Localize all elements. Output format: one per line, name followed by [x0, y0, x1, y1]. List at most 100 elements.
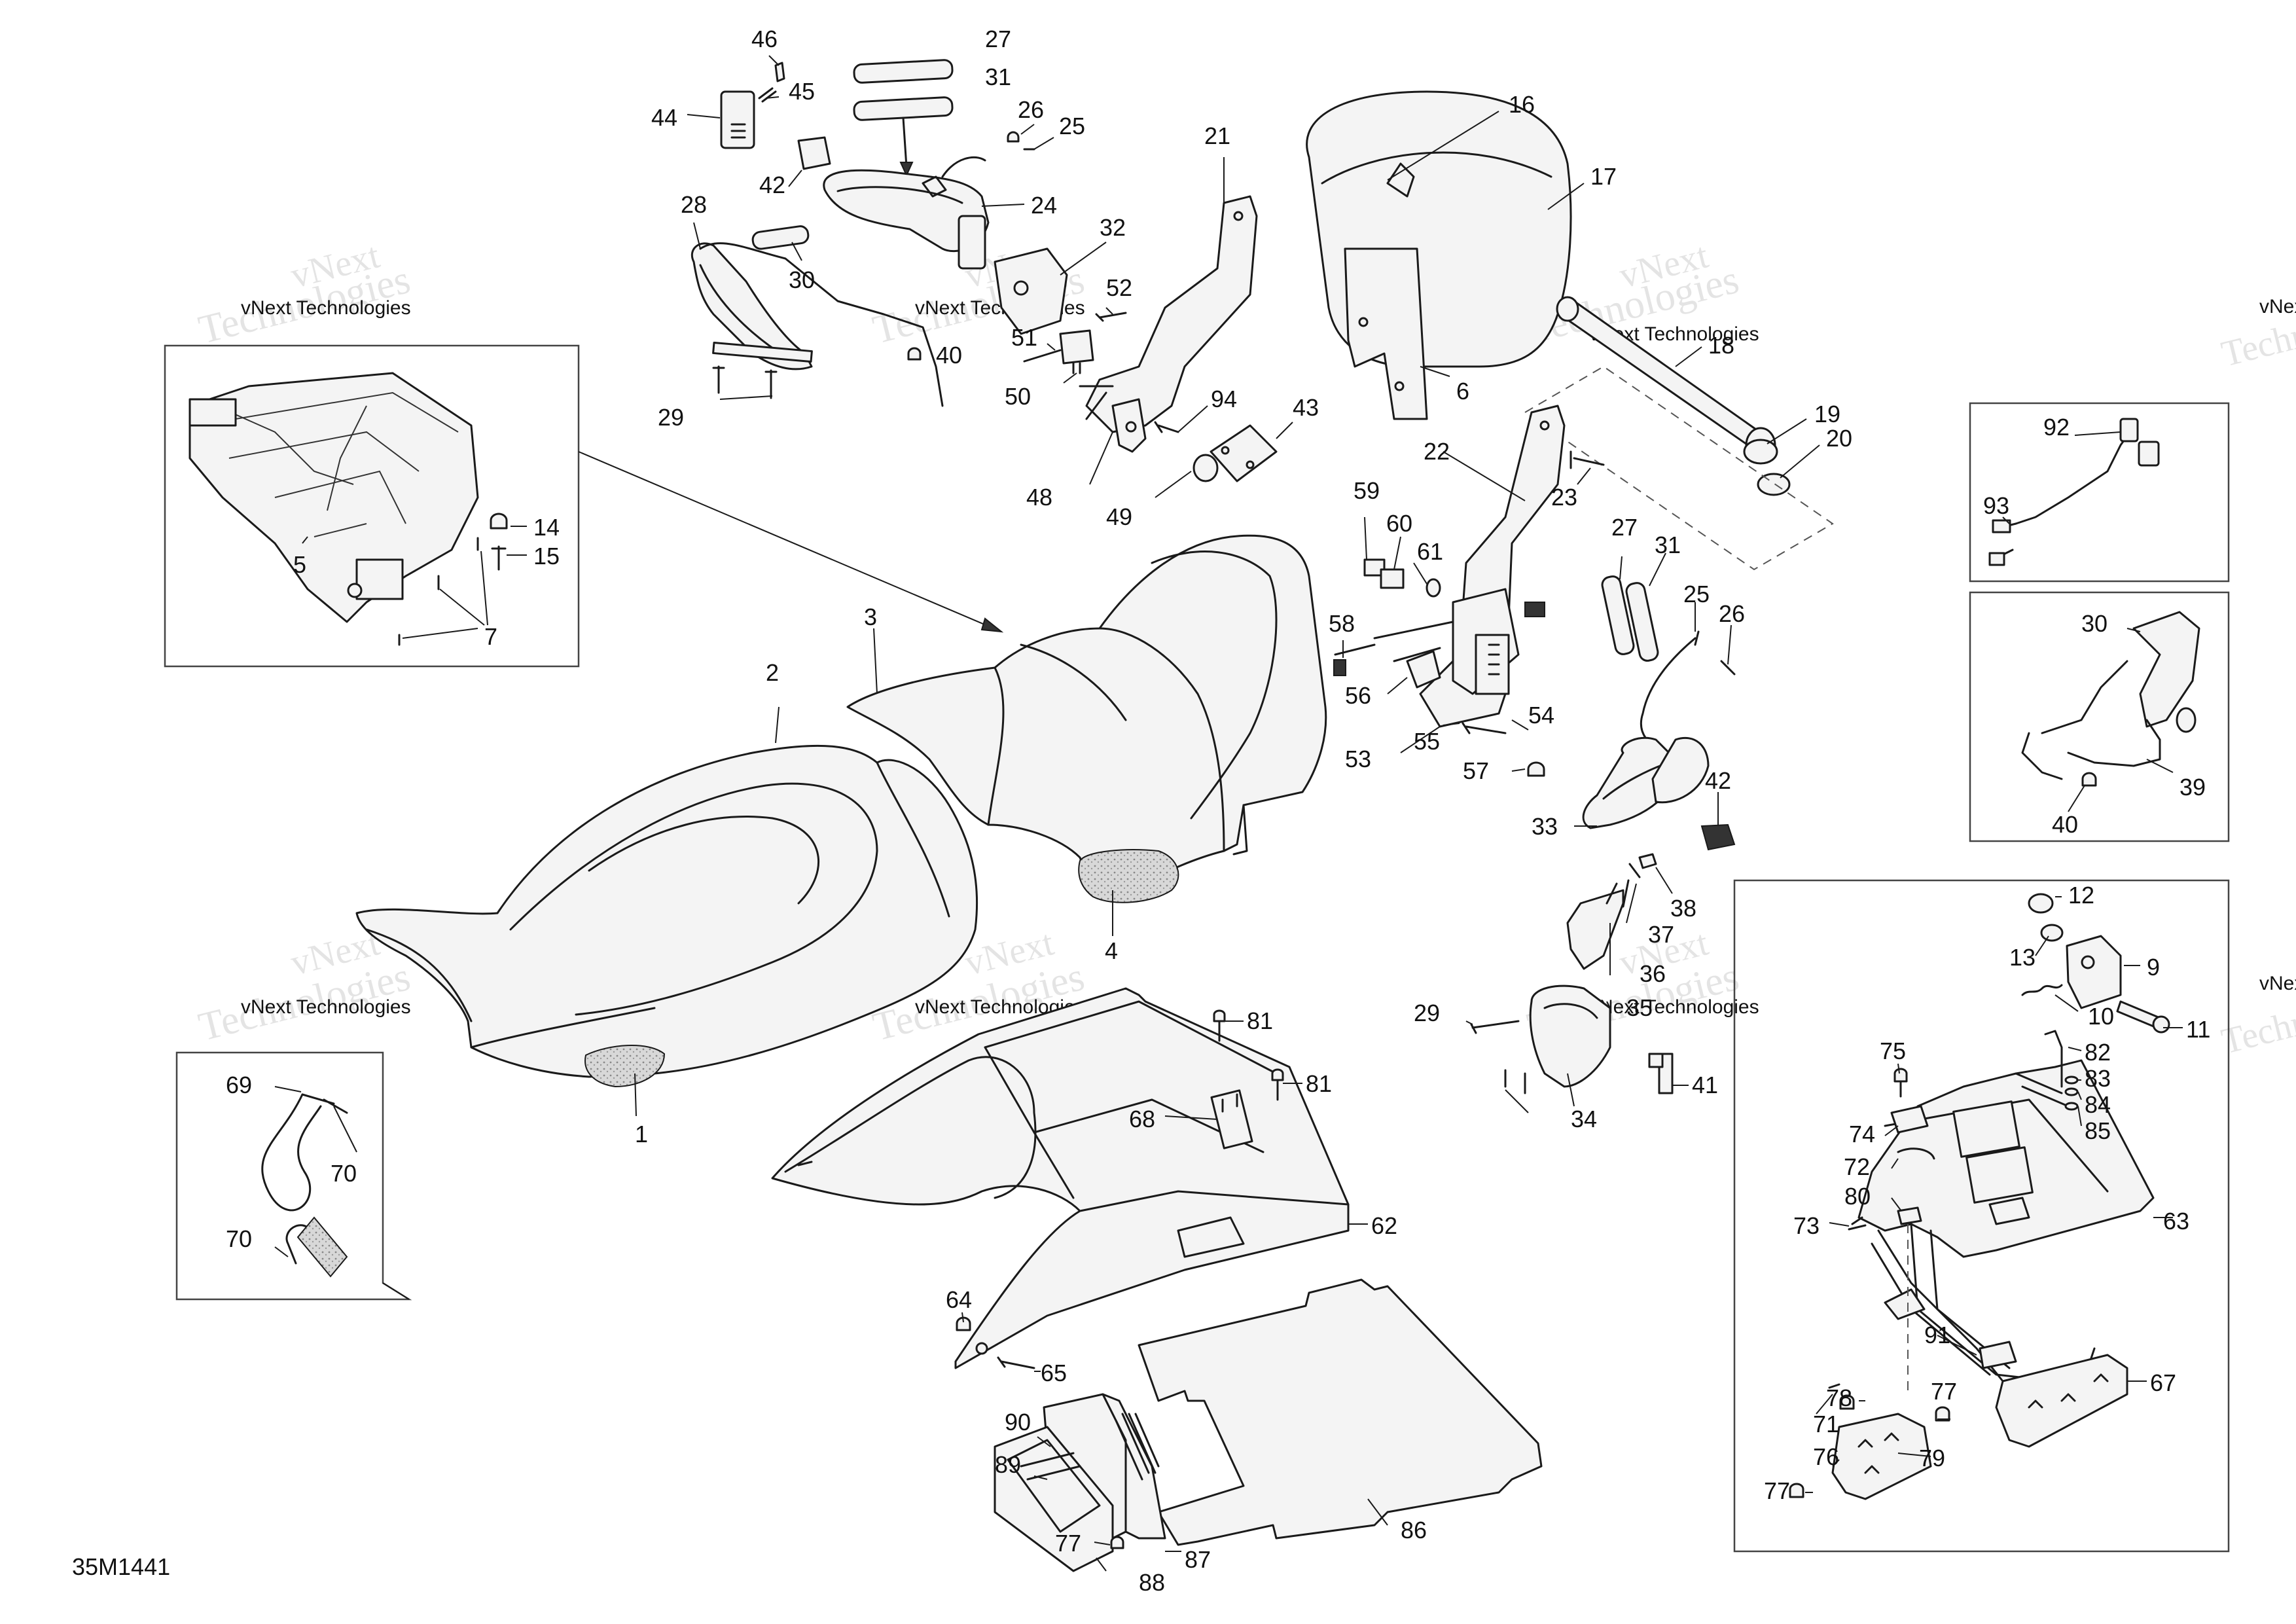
callout-75: 75	[1880, 1038, 1906, 1064]
callout-42b: 42	[1705, 767, 1731, 794]
floor-mat	[1138, 1278, 1543, 1546]
callout-77b: 77	[1931, 1378, 1957, 1405]
callout-61: 61	[1417, 538, 1443, 565]
callout-83: 83	[2085, 1065, 2111, 1092]
callout-86: 86	[1401, 1517, 1427, 1543]
callout-79: 79	[1919, 1445, 1945, 1471]
callout-34: 34	[1571, 1106, 1597, 1132]
inset-box-heater-wire	[175, 1051, 412, 1301]
callout-12: 12	[2068, 882, 2094, 909]
callout-74: 74	[1849, 1121, 1875, 1147]
callout-44: 44	[651, 104, 677, 131]
callout-71: 71	[1813, 1411, 1839, 1437]
callout-10: 10	[2088, 1003, 2114, 1030]
callout-65: 65	[1041, 1360, 1067, 1386]
callout-9: 9	[2147, 954, 2160, 981]
passenger-handle-parts	[687, 55, 1127, 407]
callout-58: 58	[1329, 610, 1355, 637]
callout-92: 92	[2043, 414, 2070, 441]
callout-13: 13	[2009, 944, 2036, 971]
callout-labels: 1 2 3 4 5 6 7 9 10 11 12 13 14 15 16 17 …	[226, 26, 2210, 1596]
callout-82: 82	[2085, 1039, 2111, 1066]
callout-50: 50	[1005, 383, 1031, 410]
inset-box-wiring-harness	[1969, 402, 2230, 583]
callout-62: 62	[1371, 1212, 1397, 1239]
callout-49: 49	[1106, 503, 1132, 530]
callout-57: 57	[1463, 757, 1489, 784]
callout-46: 46	[751, 26, 778, 52]
svg-text:vNext: vNext	[2259, 973, 2296, 994]
svg-text:vNext: vNext	[2259, 296, 2296, 317]
callout-24: 24	[1031, 192, 1057, 219]
callout-29a: 29	[658, 404, 684, 431]
callout-55: 55	[1414, 728, 1440, 755]
callout-38: 38	[1670, 895, 1696, 922]
callout-73: 73	[1793, 1212, 1820, 1239]
callout-23: 23	[1551, 484, 1577, 511]
svg-text:vNext Technologies: vNext Technologies	[1589, 996, 1759, 1018]
callout-28: 28	[681, 191, 707, 218]
callout-56: 56	[1345, 682, 1371, 709]
callout-15: 15	[533, 543, 560, 569]
passenger-seat	[846, 534, 1327, 936]
callout-6: 6	[1456, 378, 1469, 405]
callout-37: 37	[1648, 921, 1674, 948]
callout-67: 67	[2150, 1369, 2176, 1396]
callout-94: 94	[1211, 386, 1237, 412]
callout-11: 11	[2186, 1016, 2210, 1043]
callout-88: 88	[1139, 1569, 1165, 1596]
callout-30b: 30	[2081, 610, 2108, 637]
callout-14: 14	[533, 514, 560, 541]
callout-4: 4	[1105, 937, 1118, 964]
callout-78: 78	[1826, 1384, 1852, 1411]
callout-85: 85	[2085, 1117, 2111, 1144]
callout-31b: 31	[1655, 532, 1681, 558]
callout-80: 80	[1844, 1183, 1871, 1210]
svg-text:vNext Technologies: vNext Technologies	[241, 297, 411, 319]
callout-26b: 26	[1719, 600, 1745, 627]
callout-7: 7	[484, 623, 497, 650]
callout-91: 91	[1924, 1322, 1950, 1348]
right-handle-parts	[1465, 552, 1736, 1113]
callout-20: 20	[1826, 425, 1852, 452]
callout-31a: 31	[985, 63, 1011, 90]
callout-90: 90	[1005, 1409, 1031, 1435]
callout-29b: 29	[1414, 1000, 1440, 1026]
callout-54: 54	[1528, 702, 1554, 729]
callout-76: 76	[1813, 1443, 1839, 1470]
callout-81b: 81	[1306, 1070, 1332, 1097]
callout-45: 45	[789, 78, 815, 105]
callout-1: 1	[635, 1121, 648, 1147]
callout-36: 36	[1640, 960, 1666, 987]
callout-64: 64	[946, 1286, 972, 1313]
callout-72: 72	[1844, 1153, 1870, 1180]
diagram-reference-code: 35M1441	[72, 1553, 170, 1580]
callout-22: 22	[1424, 438, 1450, 465]
under-seat-tray	[771, 987, 1368, 1372]
callout-17: 17	[1590, 163, 1617, 190]
callout-26a: 26	[1018, 96, 1044, 123]
svg-text:vNext Technologies: vNext Technologies	[241, 996, 411, 1018]
callout-84: 84	[2085, 1091, 2111, 1118]
callout-70b: 70	[226, 1225, 252, 1252]
callout-77c: 77	[1764, 1477, 1790, 1504]
callout-60: 60	[1386, 510, 1412, 537]
callout-33: 33	[1532, 813, 1558, 840]
callout-32: 32	[1100, 214, 1126, 241]
storage-box	[994, 1393, 1181, 1572]
backrest-bracket	[1079, 157, 1258, 453]
inset-box-seat-base	[164, 344, 1004, 668]
callout-77a: 77	[1055, 1530, 1081, 1557]
callout-3: 3	[864, 604, 877, 630]
callout-42a: 42	[759, 171, 785, 198]
callout-69: 69	[226, 1072, 252, 1098]
callout-59: 59	[1354, 477, 1380, 504]
callout-89: 89	[995, 1451, 1021, 1478]
callout-5: 5	[293, 551, 306, 578]
callout-43: 43	[1293, 394, 1319, 421]
callout-27a: 27	[985, 26, 1011, 52]
callout-41: 41	[1692, 1072, 1718, 1098]
backrest-bracket-right	[1333, 405, 1605, 777]
callout-25b: 25	[1683, 581, 1710, 607]
